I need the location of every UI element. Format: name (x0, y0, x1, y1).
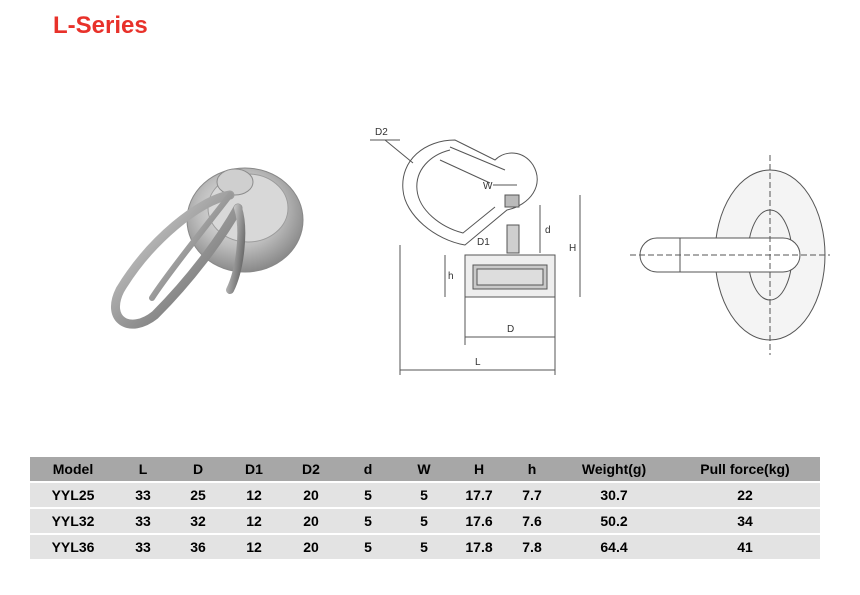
label-h: h (448, 271, 454, 282)
table-cell: YYL36 (30, 535, 116, 559)
table-cell: 33 (116, 483, 170, 507)
label-d: d (545, 225, 551, 236)
table-row: YYL32 33 32 12 20 5 5 17.6 7.6 50.2 34 (30, 509, 820, 533)
table-cell: 5 (396, 483, 452, 507)
col-header: d (340, 457, 396, 481)
col-header: Model (30, 457, 116, 481)
table-cell: 17.8 (452, 535, 506, 559)
table-cell: 32 (170, 509, 226, 533)
side-view-drawing (630, 155, 830, 355)
product-photo (111, 167, 304, 329)
table-cell: 12 (226, 535, 282, 559)
spec-table: Model L D D1 D2 d W H h Weight(g) Pull f… (30, 455, 820, 561)
table-row: YYL25 33 25 12 20 5 5 17.7 7.7 30.7 22 (30, 483, 820, 507)
table-cell: 17.6 (452, 509, 506, 533)
table-cell: 12 (226, 483, 282, 507)
table-cell: 7.7 (506, 483, 558, 507)
carabiner-hook (111, 190, 246, 329)
table-cell: 7.8 (506, 535, 558, 559)
label-L: L (475, 357, 481, 368)
table-cell: 22 (670, 483, 820, 507)
table-cell: 50.2 (558, 509, 670, 533)
col-header: Pull force(kg) (670, 457, 820, 481)
table-cell: 5 (396, 509, 452, 533)
table-cell: 7.6 (506, 509, 558, 533)
table-row: YYL36 33 36 12 20 5 5 17.8 7.8 64.4 41 (30, 535, 820, 559)
table-cell: 5 (396, 535, 452, 559)
table-cell: 33 (116, 535, 170, 559)
table-cell: 12 (226, 509, 282, 533)
page-title: L-Series (53, 12, 148, 39)
col-header: D1 (226, 457, 282, 481)
label-D2: D2 (375, 127, 388, 138)
label-D1: D1 (477, 237, 490, 248)
col-header: W (396, 457, 452, 481)
table-cell: 41 (670, 535, 820, 559)
col-header: L (116, 457, 170, 481)
table-cell: 20 (282, 535, 340, 559)
table-cell: 20 (282, 483, 340, 507)
table-cell: YYL32 (30, 509, 116, 533)
col-header: H (452, 457, 506, 481)
table-cell: 34 (670, 509, 820, 533)
table-cell: 17.7 (452, 483, 506, 507)
table-cell: 64.4 (558, 535, 670, 559)
table-cell: 5 (340, 509, 396, 533)
table-cell: 33 (116, 509, 170, 533)
table-cell: 20 (282, 509, 340, 533)
table-cell: 5 (340, 535, 396, 559)
col-header: h (506, 457, 558, 481)
table-cell: 30.7 (558, 483, 670, 507)
table-cell: YYL25 (30, 483, 116, 507)
table-cell: 36 (170, 535, 226, 559)
label-D: D (507, 324, 514, 335)
table-header-row: Model L D D1 D2 d W H h Weight(g) Pull f… (30, 457, 820, 481)
label-H: H (569, 243, 576, 254)
col-header: D (170, 457, 226, 481)
label-W: W (483, 181, 493, 192)
table-cell: 5 (340, 483, 396, 507)
table-cell: 25 (170, 483, 226, 507)
col-header: Weight(g) (558, 457, 670, 481)
technical-drawing: D2 W D1 d H h D L (370, 127, 581, 375)
col-header: D2 (282, 457, 340, 481)
